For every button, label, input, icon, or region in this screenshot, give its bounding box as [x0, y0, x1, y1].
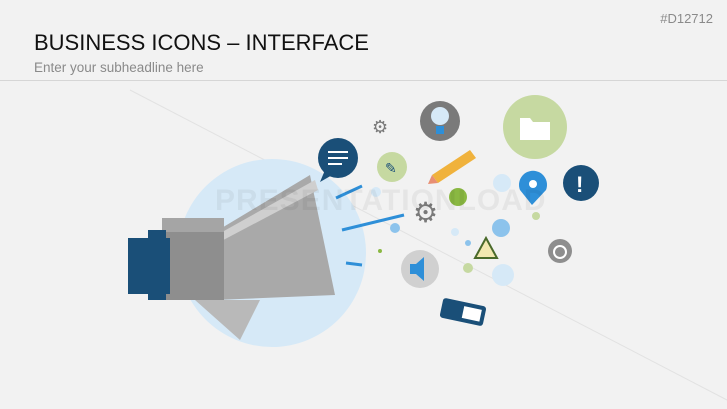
wrench-icon [377, 152, 407, 182]
decorative-dots [371, 174, 540, 286]
gear-icon: ⚙ [413, 197, 438, 228]
bg-line [129, 89, 727, 401]
watermark: PRESENTATIONLOAD [215, 184, 547, 217]
warning-icon [473, 235, 499, 259]
power-icon [548, 239, 572, 263]
svg-text:✎: ✎ [385, 160, 397, 176]
svg-text:!: ! [576, 172, 583, 197]
slide-title: BUSINESS ICONS – INTERFACE [34, 30, 369, 55]
location-pin-icon [518, 170, 547, 205]
lightbulb-icon [420, 101, 460, 141]
speech-bubble-icon [318, 138, 358, 182]
sound-lines [335, 184, 405, 267]
divider [0, 80, 727, 81]
folder-icon [503, 95, 567, 159]
slide-subtitle: Enter your subheadline here [34, 60, 204, 75]
megaphone-icon [128, 175, 335, 340]
exclamation-icon: ! [563, 165, 599, 201]
slide-id: #D12712 [660, 11, 713, 26]
battery-icon [439, 298, 487, 326]
gears-icon: ⚙ [372, 117, 388, 137]
speaker-icon [401, 250, 439, 288]
pencil-icon [428, 150, 476, 184]
